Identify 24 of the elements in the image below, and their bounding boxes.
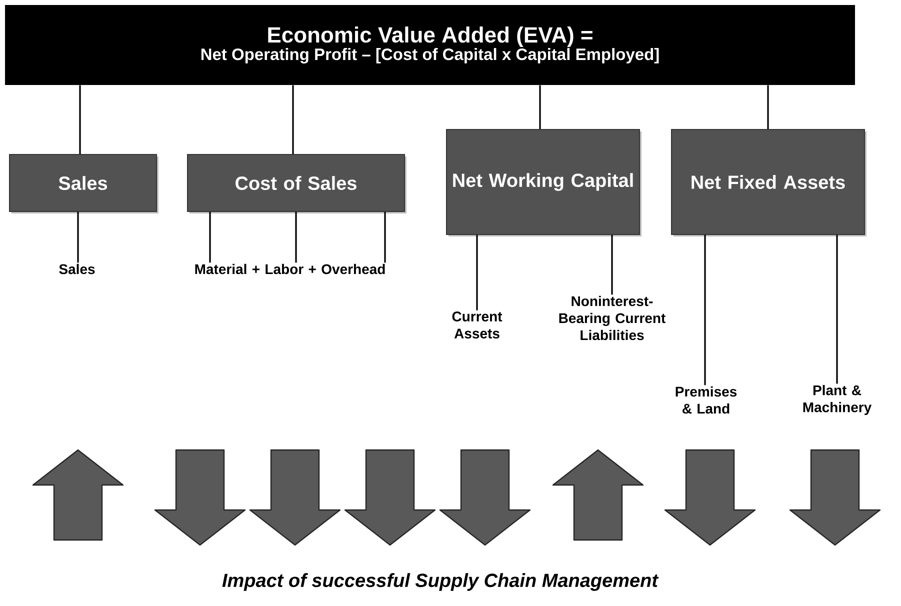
connector-line — [292, 85, 294, 154]
category-box: Cost of Sales — [187, 154, 406, 214]
connector-line — [209, 212, 211, 263]
connector-line — [836, 235, 838, 384]
connector-line — [767, 85, 769, 129]
component-label: Material + Labor + Overhead — [195, 264, 385, 274]
caption: Impact of successful Supply Chain Management — [222, 573, 659, 591]
connector-line — [79, 85, 81, 154]
category-box: Sales — [9, 154, 158, 214]
component-label: Noninterest-Bearing Current Liabilities — [559, 296, 666, 340]
category-box: Net Working Capital — [446, 129, 642, 236]
title-box: Economic Value Added (EVA) = Net Operating Profit – [Cost of Capital x Capital Employed] — [5, 5, 855, 85]
connector-line — [704, 235, 706, 386]
connector-line — [476, 235, 478, 310]
category-box: Net Fixed Assets — [671, 129, 866, 236]
connector-line — [611, 235, 613, 295]
connector-line — [539, 85, 541, 129]
component-label: Sales — [59, 264, 95, 274]
connector-line — [384, 212, 386, 263]
component-label: Premises & Land — [676, 386, 737, 414]
connector-line — [77, 212, 79, 263]
component-label: Current Assets — [452, 312, 502, 338]
component-label: Plant & Machinery — [803, 384, 872, 416]
connector-line — [295, 212, 297, 263]
